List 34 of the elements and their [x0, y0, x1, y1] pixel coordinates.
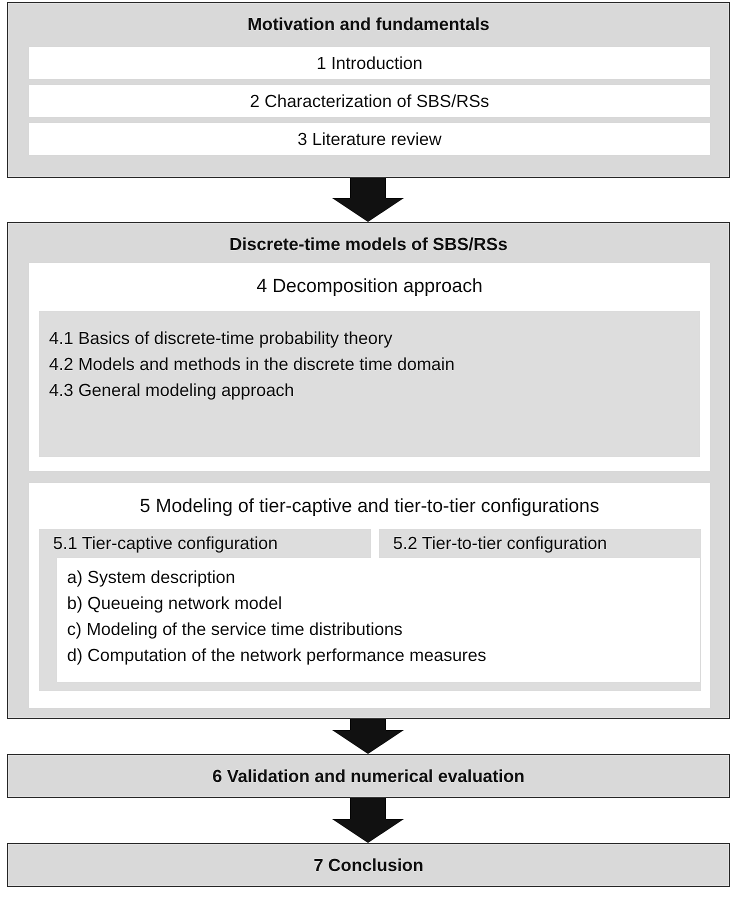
- chapter-title: 2 Characterization of SBS/RSs: [250, 90, 490, 112]
- chapter-title: 5.1 Tier-captive configuration: [53, 532, 278, 555]
- chapter-box: [7, 843, 730, 887]
- section-box: [7, 222, 730, 719]
- chapter-title: 3 Literature review: [298, 128, 442, 150]
- chapter-title: 5.2 Tier-to-tier configuration: [393, 532, 607, 555]
- chapter-box: [29, 47, 710, 79]
- list-item-text: 4.3 General modeling approach: [49, 379, 294, 402]
- chapter-box: [29, 123, 710, 155]
- section-heading: Motivation and fundamentals: [247, 13, 490, 36]
- topic-list-box: [39, 558, 701, 691]
- section-box: [7, 2, 730, 178]
- list-item-text: 4.1 Basics of discrete-time probability theory: [49, 327, 392, 350]
- chapter-box: [29, 85, 710, 117]
- list-item-text: b) Queueing network model: [67, 592, 282, 615]
- list-item-text: 4.2 Models and methods in the discrete time domain: [49, 353, 455, 376]
- subsection-tab: [39, 529, 371, 558]
- chapter-box: [7, 754, 730, 798]
- block-arrow: [332, 719, 404, 754]
- chapter-title: 7 Conclusion: [314, 854, 424, 876]
- chapter-title: 6 Validation and numerical evaluation: [212, 764, 525, 788]
- list-item-text: c) Modeling of the service time distributions: [67, 618, 403, 641]
- block-arrow: [332, 178, 404, 222]
- subsection-tab: [379, 529, 701, 558]
- subsection-box: [39, 311, 700, 457]
- chapter-panel: [29, 263, 710, 471]
- chapter-title: 1 Introduction: [316, 52, 423, 74]
- section-heading: Discrete-time models of SBS/RSs: [229, 233, 508, 256]
- section-heading: 5 Modeling of tier-captive and tier-to-tier configurations: [140, 495, 600, 519]
- section-heading: 4 Decomposition approach: [256, 275, 483, 299]
- list-item-text: a) System description: [67, 566, 236, 589]
- chapter-panel: [29, 483, 710, 708]
- list-item-text: d) Computation of the network performance measures: [67, 644, 486, 667]
- block-arrow: [332, 798, 404, 843]
